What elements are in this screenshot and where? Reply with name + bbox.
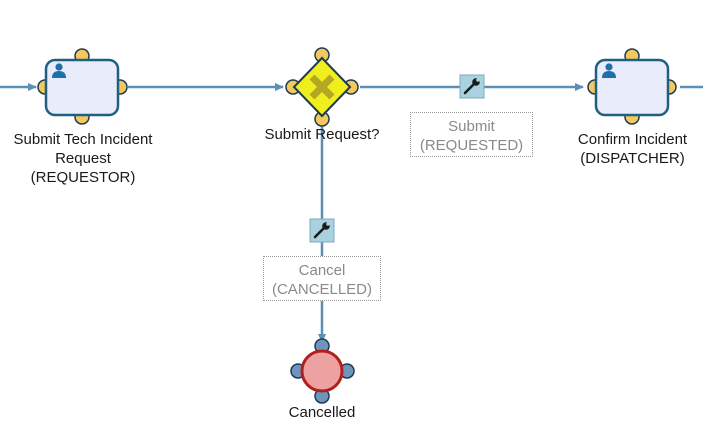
task-submit-tech-incident-label: Submit Tech Incident Request (REQUESTOR) bbox=[13, 131, 153, 186]
task-confirm-incident[interactable] bbox=[587, 48, 677, 125]
flow-submit-wrench-icon[interactable] bbox=[459, 74, 485, 99]
flow-submit-label[interactable]: Submit (REQUESTED) bbox=[410, 112, 533, 157]
user-icon bbox=[52, 63, 66, 78]
task-submit-tech-incident[interactable] bbox=[37, 48, 128, 125]
flow-cancel-wrench-icon[interactable] bbox=[309, 218, 335, 243]
connection-handles[interactable] bbox=[290, 338, 355, 404]
end-cancelled-label: Cancelled bbox=[288, 404, 356, 421]
flow-cancel-label[interactable]: Cancel (CANCELLED) bbox=[263, 256, 381, 301]
gateway-submit-request[interactable] bbox=[285, 47, 359, 127]
task-confirm-incident-label: Confirm Incident (DISPATCHER) bbox=[577, 131, 688, 167]
user-icon bbox=[602, 63, 616, 78]
gateway-submit-request-label: Submit Request? bbox=[264, 126, 380, 143]
exclusive-x-icon bbox=[309, 74, 335, 100]
end-cancelled[interactable] bbox=[290, 338, 355, 404]
